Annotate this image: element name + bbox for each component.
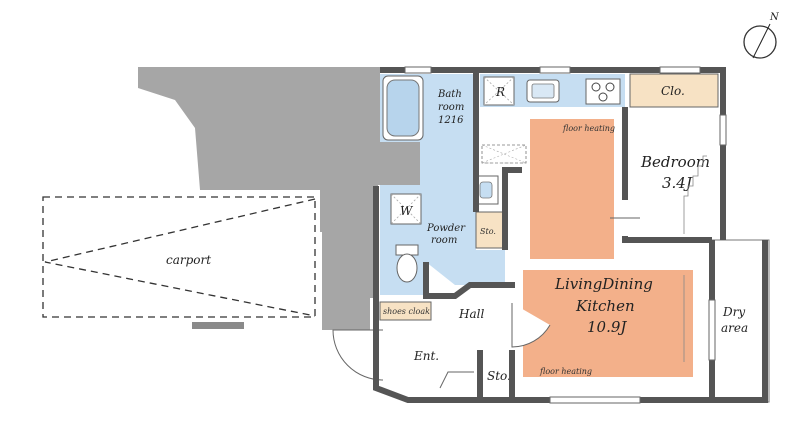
bedroom-door	[610, 200, 640, 236]
ldk-label-1: LivingDining	[554, 275, 653, 293]
hall-label: Hall	[458, 307, 484, 321]
wash-basin-icon	[475, 175, 499, 205]
storage-upper-label: Sto.	[480, 227, 496, 236]
storage-lower-label: Sto.	[487, 369, 511, 383]
shoes-cloak: shoes cloak	[379, 301, 432, 321]
floor-heating-upper-label: floor heating	[562, 124, 615, 133]
bedroom: Bedroom 3.4J	[640, 153, 710, 234]
washer-label: W	[400, 204, 414, 218]
walls	[373, 67, 768, 403]
shared-wall-area	[138, 67, 420, 330]
floor-heating-upper-zone	[530, 119, 614, 259]
living-dining-kitchen: LivingDining Kitchen 10.9J	[554, 275, 685, 362]
floor-heating-lower-zone	[523, 270, 693, 377]
kitchen-counter: R	[480, 74, 625, 107]
carport: carport	[42, 196, 316, 329]
bath-room: Bath room 1216	[380, 74, 473, 142]
powder-label-2: room	[431, 235, 457, 246]
dry-area: Dry area	[711, 239, 770, 403]
dry-area-label-1: Dry	[722, 305, 745, 319]
bedroom-size: 3.4J	[662, 174, 693, 192]
entrance: Ent.	[332, 329, 474, 389]
north-compass-icon: N	[743, 12, 780, 59]
compass-north-label: N	[769, 12, 780, 23]
washer-icon: W	[390, 193, 422, 225]
storage-lower: Sto.	[487, 369, 511, 383]
powder-label-1: Powder	[426, 223, 466, 234]
bedroom-name: Bedroom	[640, 153, 710, 171]
pantry-shelf	[481, 144, 527, 164]
stove-icon	[585, 78, 621, 105]
bath-label-1: Bath	[437, 89, 462, 100]
ldk-size: 10.9J	[587, 318, 627, 336]
floor-heating-lower-label: floor heating	[539, 367, 592, 376]
windows	[404, 66, 727, 404]
carport-label: carport	[166, 253, 211, 267]
toilet-icon	[395, 244, 419, 283]
ldk-label-2: Kitchen	[575, 297, 635, 315]
hall-door	[511, 303, 551, 348]
bath-size-label: 1216	[438, 115, 464, 126]
dry-area-label-2: area	[721, 321, 748, 335]
shoes-cloak-label: shoes cloak	[383, 307, 430, 316]
bath-label-2: room	[438, 102, 464, 113]
entrance-label: Ent.	[413, 349, 439, 363]
closet-label: Clo.	[661, 84, 685, 98]
sink-icon	[526, 79, 560, 103]
closet: Clo.	[629, 73, 719, 108]
storage-upper: Sto.	[475, 211, 504, 249]
pantry-shelf-cross	[481, 144, 527, 164]
refrigerator-label: R	[495, 85, 505, 99]
powder-room: W Powder room	[380, 142, 505, 295]
refrigerator-icon: R	[483, 76, 515, 106]
